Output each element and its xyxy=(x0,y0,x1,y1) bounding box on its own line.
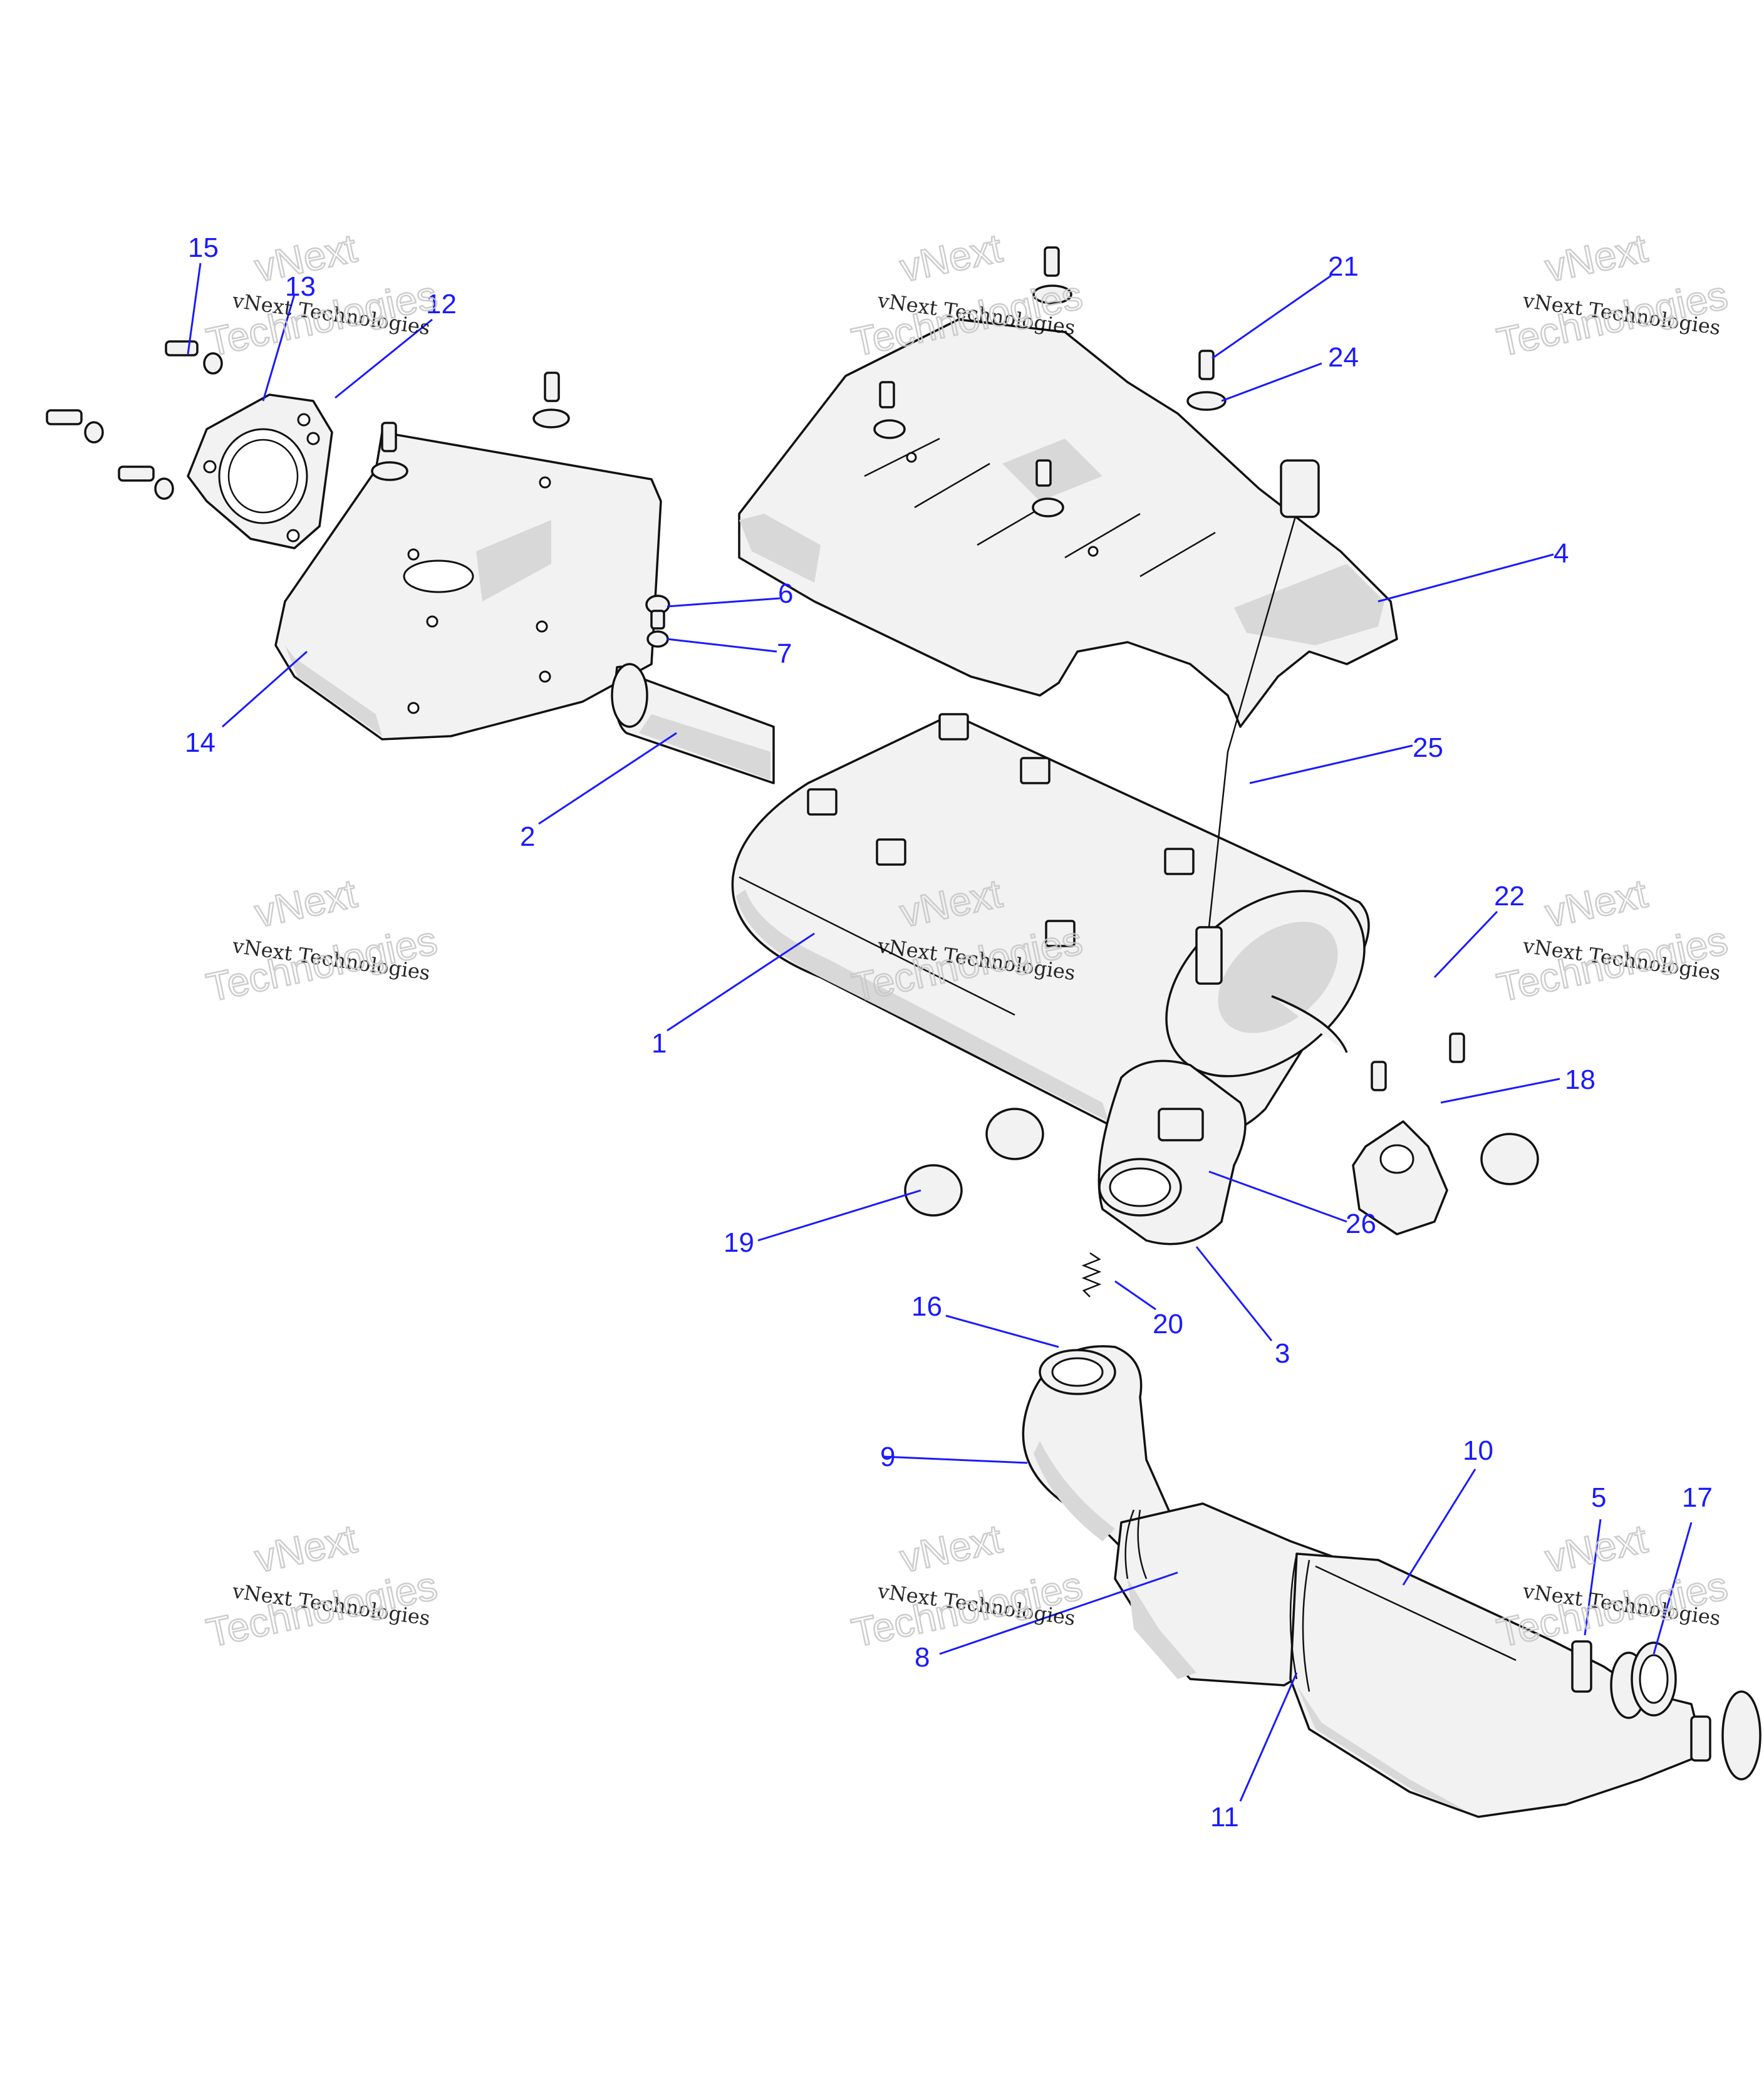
part-20-spring xyxy=(1081,1252,1102,1297)
watermark: vNext vNext Technologies Technologies xyxy=(202,224,442,366)
part-9-front-pipe xyxy=(1022,1345,1204,1555)
svg-text:vNext: vNext xyxy=(1542,1516,1651,1581)
callout-2: 2 xyxy=(520,821,535,852)
watermark: vNext vNext Technologies Technologies xyxy=(1492,1515,1732,1656)
part-4-heat-shield xyxy=(738,318,1398,728)
callout-10: 10 xyxy=(1463,1435,1493,1466)
part-21-24-bolt-washer xyxy=(1032,246,1227,411)
part-25-o2-sensor xyxy=(1195,459,1320,985)
callout-15: 15 xyxy=(188,232,219,263)
callout-16: 16 xyxy=(911,1291,942,1322)
svg-text:Technologies: Technologies xyxy=(1493,272,1731,365)
leader-lines xyxy=(187,263,1693,1802)
svg-text:Technologies: Technologies xyxy=(848,1562,1086,1655)
part-14-shroud xyxy=(274,431,662,741)
callout-22: 22 xyxy=(1494,881,1525,912)
part-10-rear-pipe xyxy=(1289,1552,1761,1818)
bolts-left xyxy=(46,340,570,500)
callout-9: 9 xyxy=(880,1442,895,1472)
callout-24: 24 xyxy=(1328,342,1359,373)
callout-20: 20 xyxy=(1153,1309,1183,1339)
part-11-clamp xyxy=(1124,1509,1310,1692)
part-19-grommets xyxy=(904,1108,1539,1217)
callout-18: 18 xyxy=(1565,1064,1595,1095)
watermark: vNext vNext Technologies Technologies xyxy=(847,1515,1087,1656)
watermark: vNext vNext Technologies Technologies xyxy=(1492,870,1732,1011)
svg-text:Technologies: Technologies xyxy=(203,917,441,1010)
callout-13: 13 xyxy=(285,271,316,302)
svg-text:vNext: vNext xyxy=(1542,225,1651,290)
callout-6: 6 xyxy=(778,578,793,609)
callout-8: 8 xyxy=(915,1642,930,1673)
callout-7: 7 xyxy=(777,638,792,669)
callout-25: 25 xyxy=(1413,732,1443,763)
svg-text:vNext: vNext xyxy=(1542,870,1651,935)
callout-5: 5 xyxy=(1591,1482,1606,1513)
callout-21: 21 xyxy=(1328,251,1359,282)
part-2-cone xyxy=(611,663,775,784)
part-18-bracket xyxy=(1352,1032,1465,1235)
svg-text:Technologies: Technologies xyxy=(203,272,441,365)
callout-26: 26 xyxy=(1346,1209,1376,1239)
svg-text:Technologies: Technologies xyxy=(1493,1562,1731,1655)
callout-4: 4 xyxy=(1554,538,1569,569)
watermark: vNext vNext Technologies Technologies xyxy=(202,870,442,1011)
callout-1: 1 xyxy=(651,1028,667,1059)
callout-3: 3 xyxy=(1275,1338,1290,1369)
callout-17: 17 xyxy=(1682,1482,1713,1513)
svg-text:vNext: vNext xyxy=(251,225,361,290)
part-6-7-bolt-washer xyxy=(645,595,670,648)
svg-text:vNext: vNext xyxy=(896,225,1006,290)
callout-12: 12 xyxy=(426,289,457,320)
watermark: vNext vNext Technologies Technologies xyxy=(202,1515,442,1656)
part-26-3-elbow xyxy=(1097,1059,1247,1245)
watermark: vNext vNext Technologies Technologies xyxy=(1492,224,1732,366)
callout-11: 11 xyxy=(1210,1802,1239,1833)
svg-text:vNext: vNext xyxy=(251,870,361,935)
svg-text:Technologies: Technologies xyxy=(203,1562,441,1655)
callout-19: 19 xyxy=(724,1227,754,1258)
svg-text:Technologies: Technologies xyxy=(1493,917,1731,1010)
callout-labels: 15 13 12 14 6 7 2 1 21 24 4 25 22 18 26 … xyxy=(185,232,1713,1833)
svg-text:vNext: vNext xyxy=(896,1516,1006,1581)
part-13-flange xyxy=(187,393,333,549)
svg-text:vNext: vNext xyxy=(251,1516,361,1581)
callout-14: 14 xyxy=(185,727,215,758)
